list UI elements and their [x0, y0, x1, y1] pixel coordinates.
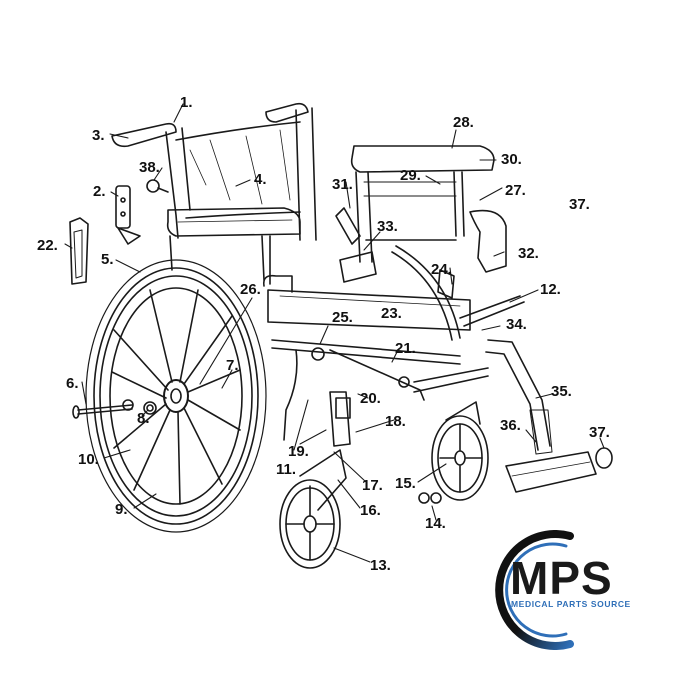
- callout-11: 11.: [276, 461, 297, 478]
- callout-7: 7.: [226, 357, 239, 374]
- callout-34: 34.: [506, 316, 527, 333]
- mps-tagline: MEDICAL PARTS SOURCE: [511, 599, 631, 609]
- callout-2: 2.: [93, 183, 106, 200]
- callout-28: 28.: [453, 114, 474, 131]
- callout-19: 19.: [288, 443, 309, 460]
- rear-wheel-right: [391, 245, 461, 341]
- callout-26: 26.: [240, 281, 261, 298]
- backrest: [111, 102, 317, 241]
- callout-31: 31.: [332, 176, 353, 193]
- callout-30: 30.: [501, 151, 522, 168]
- right-armrest: [335, 145, 507, 283]
- callout-18: 18.: [385, 413, 406, 430]
- callout-37-footrest: 37.: [589, 424, 610, 441]
- left-caster: [279, 391, 351, 569]
- side-bracket-2: [115, 185, 141, 245]
- footrest: [485, 339, 613, 493]
- mps-wordmark: MPS: [510, 552, 613, 604]
- callout-1: 1.: [180, 94, 193, 111]
- callout-9: 9.: [115, 501, 128, 518]
- callout-8: 8.: [137, 410, 150, 427]
- leader-lines: [64, 103, 605, 563]
- callout-24: 24.: [431, 261, 452, 278]
- left-armrest: [166, 207, 301, 285]
- callout-27: 27.: [505, 182, 526, 199]
- callout-29: 29.: [400, 167, 421, 184]
- callout-33: 33.: [377, 218, 398, 235]
- callout-16: 16.: [360, 502, 381, 519]
- clip-22: [69, 217, 89, 285]
- callout-32: 32.: [518, 245, 539, 262]
- callout-22: 22.: [37, 237, 58, 254]
- callout-21: 21.: [395, 340, 416, 357]
- callout-37-top: 37.: [569, 196, 590, 213]
- callout-3: 3.: [92, 127, 105, 144]
- callout-5: 5.: [101, 251, 114, 268]
- knob-38: [146, 179, 169, 193]
- callout-38: 38.: [139, 159, 160, 176]
- callout-12: 12.: [540, 281, 561, 298]
- callout-13: 13.: [370, 557, 391, 574]
- mps-logo-ring: [495, 530, 574, 650]
- callout-6: 6.: [66, 375, 79, 392]
- callout-20: 20.: [360, 390, 381, 407]
- callout-23: 23.: [381, 305, 402, 322]
- callout-35: 35.: [551, 383, 572, 400]
- rear-wheel: [85, 259, 267, 533]
- right-caster: [418, 401, 489, 504]
- axle: [72, 399, 157, 419]
- callout-15: 15.: [395, 475, 416, 492]
- callout-10: 10.: [78, 451, 99, 468]
- callout-25: 25.: [332, 309, 353, 326]
- seat-frame: [262, 269, 525, 441]
- callout-14: 14.: [425, 515, 446, 532]
- callout-17: 17.: [362, 477, 383, 494]
- callout-36: 36.: [500, 417, 521, 434]
- callout-4: 4.: [254, 171, 267, 188]
